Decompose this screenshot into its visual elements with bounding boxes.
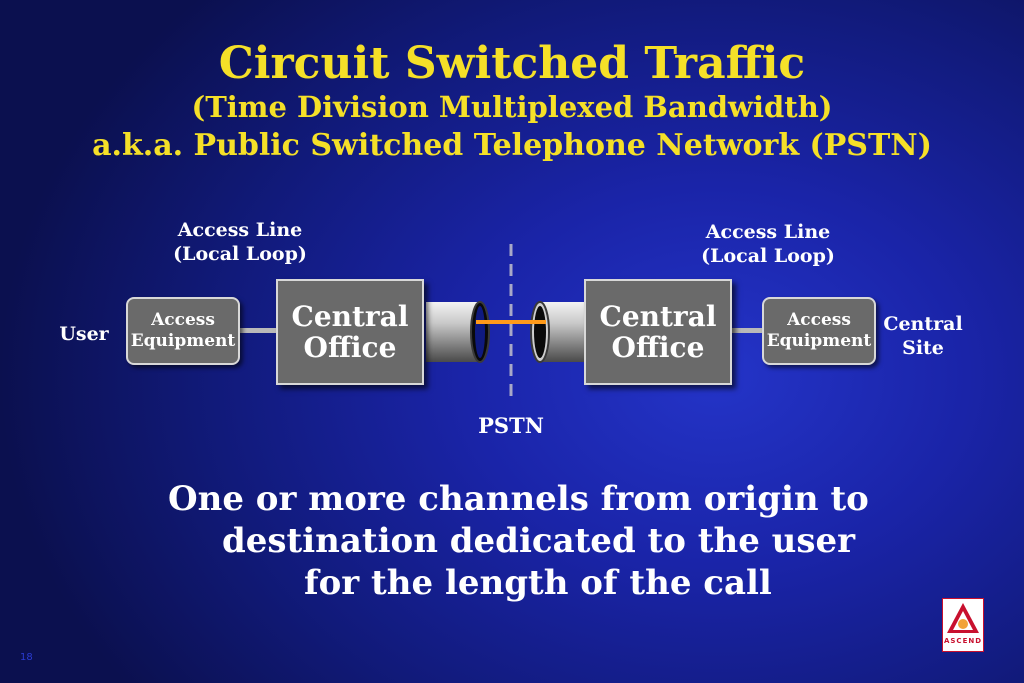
ascend-logo: ASCEND (942, 598, 984, 652)
right-access-link (730, 328, 764, 333)
body-text-line-1: One or more channels from origin to (168, 478, 869, 520)
page-number: 18 (20, 652, 33, 663)
user-label: User (52, 322, 116, 346)
pstn-label: PSTN (461, 414, 561, 438)
left-access-link (236, 328, 278, 333)
ascend-logo-icon (943, 599, 983, 637)
body-text-line-2: destination dedicated to the user (222, 520, 855, 562)
left-access-line-label: Access Line (Local Loop) (160, 218, 320, 266)
ascend-logo-text: ASCEND (943, 637, 983, 645)
body-text-line-3: for the length of the call (304, 562, 772, 604)
right-access-line-label: Access Line (Local Loop) (688, 220, 848, 268)
central-site-label: Central Site (878, 312, 968, 360)
left-trunk-pipe (426, 302, 489, 362)
